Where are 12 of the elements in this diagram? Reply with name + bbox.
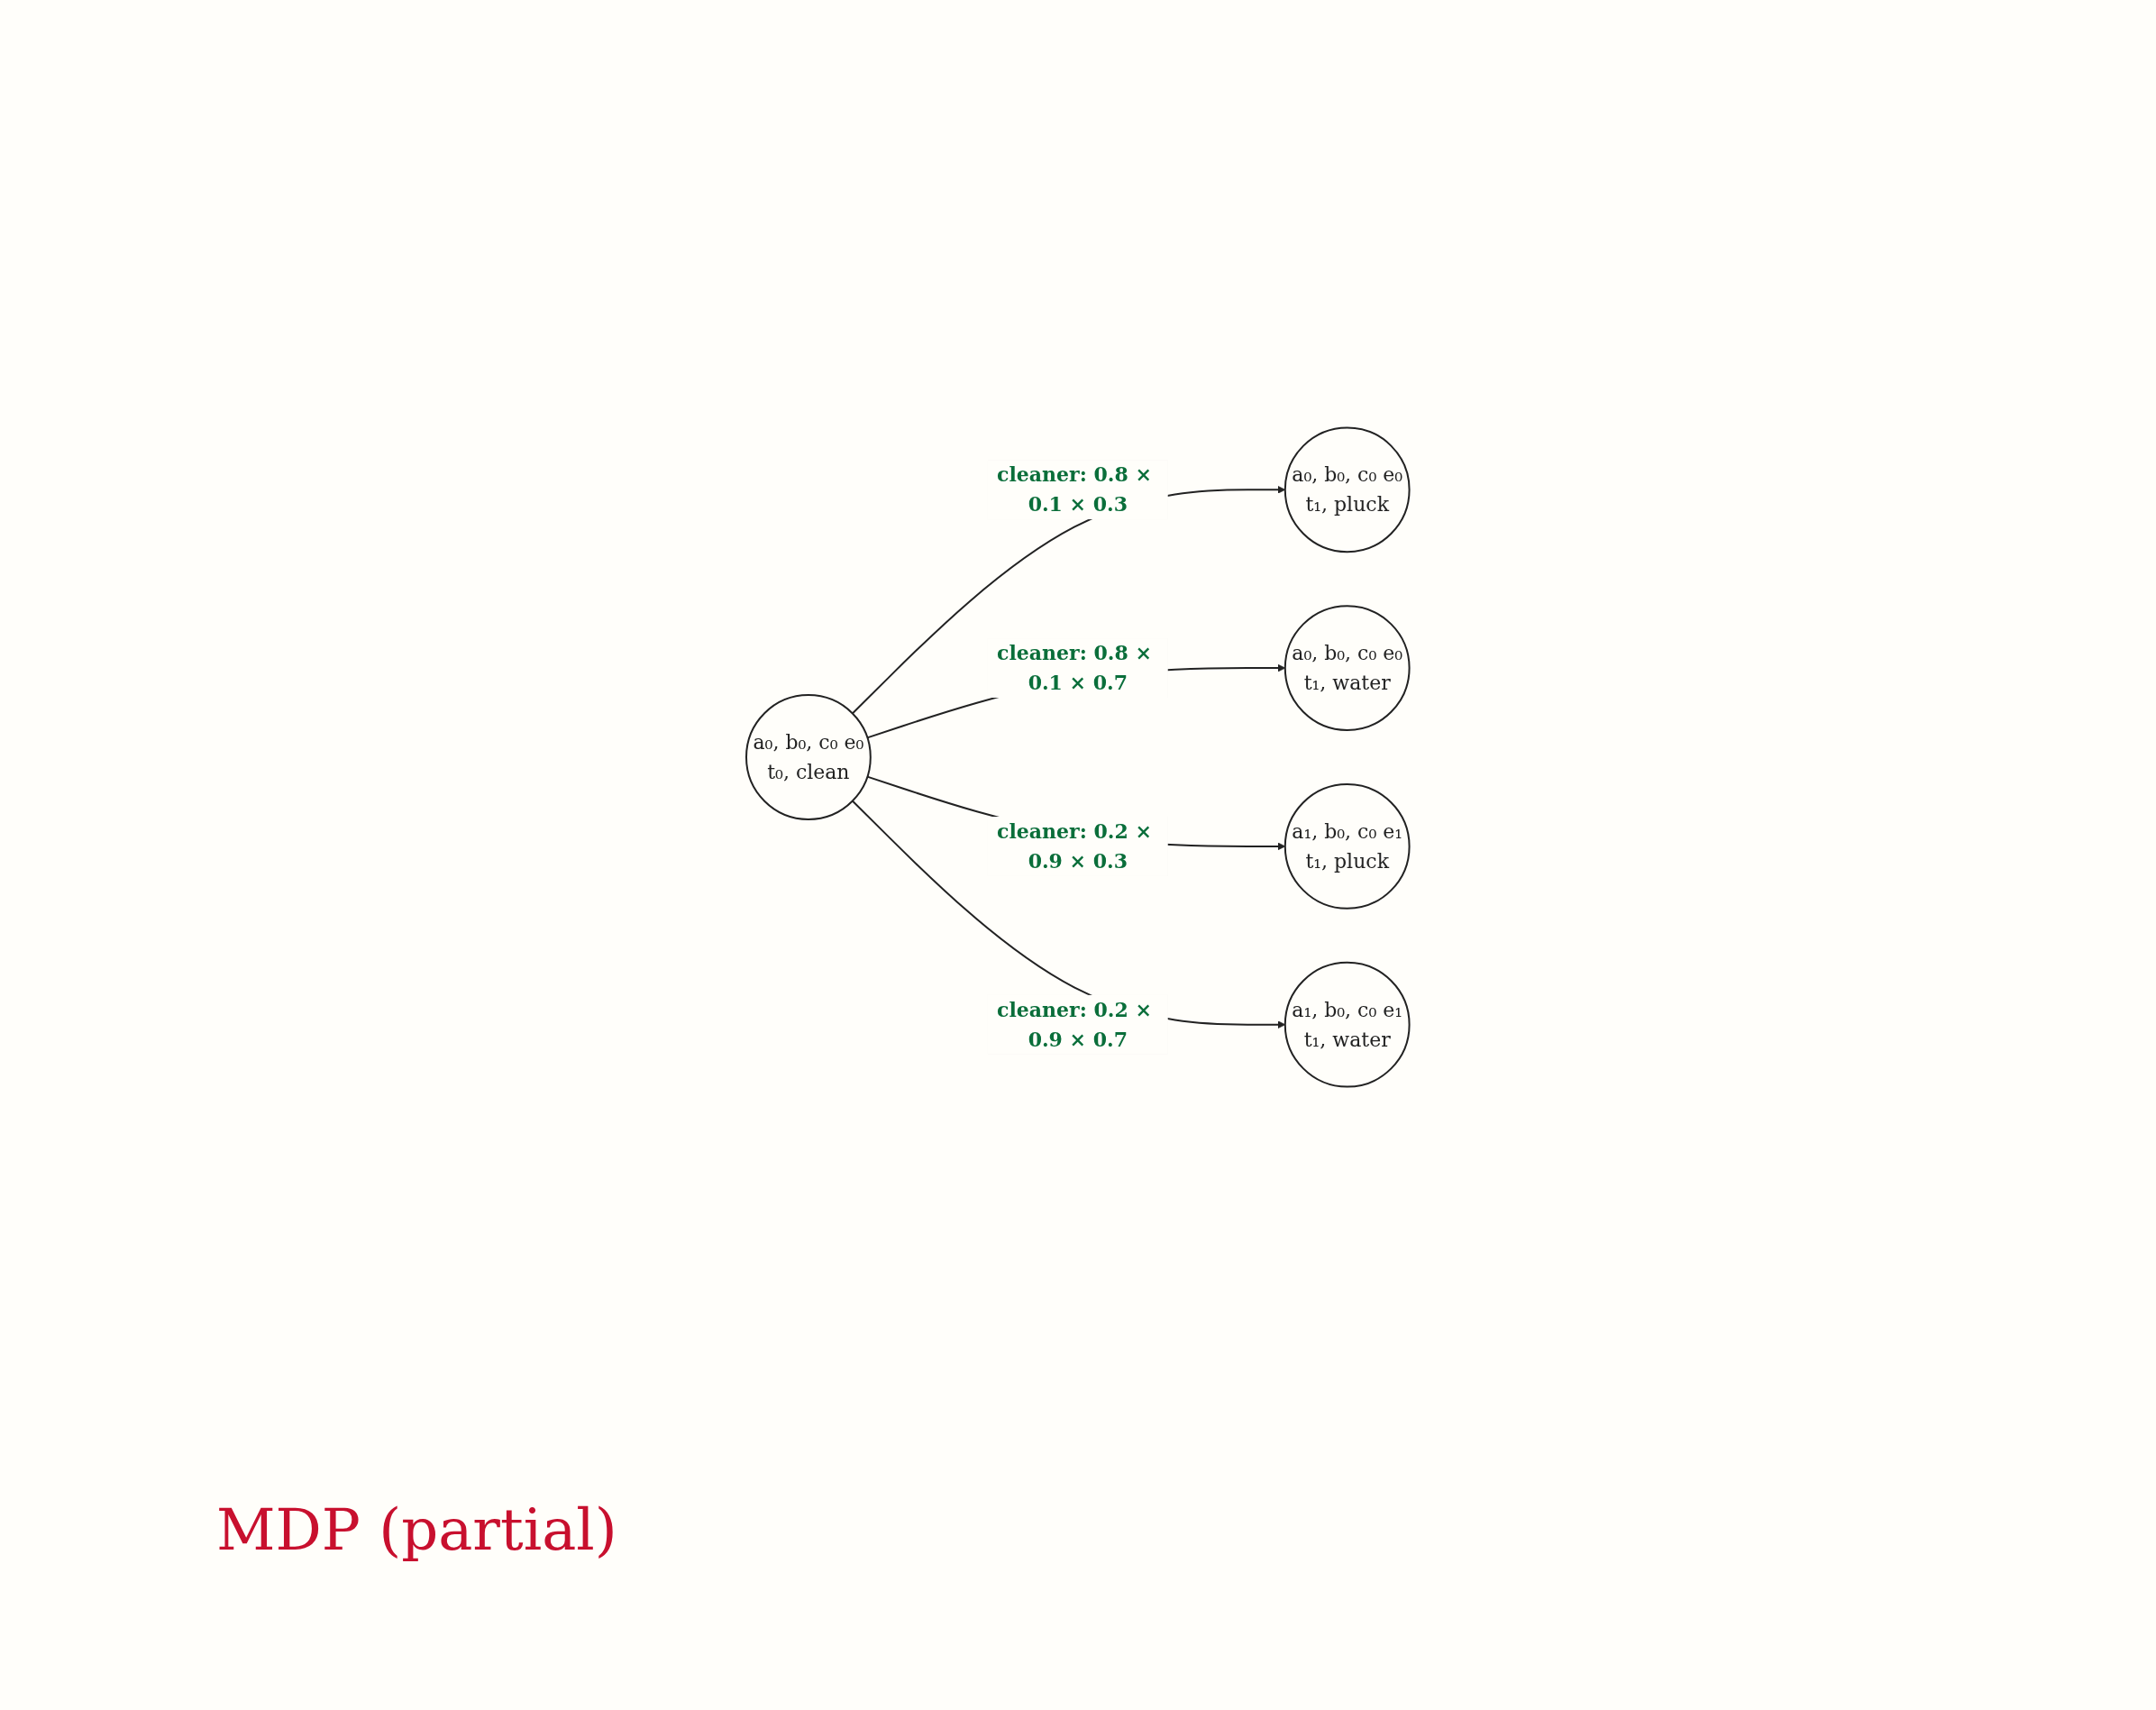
caption-text: MDP (partial) [216, 1496, 617, 1563]
node-circle: a₁, b₀, c₀ e₁ t₁, water [1284, 961, 1411, 1088]
node-circle: a₀, b₀, c₀ e₀ t₀, clean [745, 694, 872, 820]
edge-label: cleaner: 0.8 × 0.1 × 0.7 [997, 641, 1153, 695]
node-circle: a₁, b₀, c₀ e₁ t₁, pluck [1284, 783, 1411, 910]
arrow [852, 485, 1286, 715]
node-circle: a₀, b₀, c₀ e₀ t₁, water [1284, 605, 1411, 731]
arrow [852, 800, 1286, 1029]
edge-label: cleaner: 0.2 × 0.9 × 0.3 [997, 818, 1153, 873]
edge-label: cleaner: 0.8 × 0.1 × 0.3 [997, 462, 1153, 517]
node-circle: a₀, b₀, c₀ e₀ t₁, pluck [1284, 426, 1411, 553]
edge-label: cleaner: 0.2 × 0.9 × 0.7 [997, 997, 1153, 1051]
